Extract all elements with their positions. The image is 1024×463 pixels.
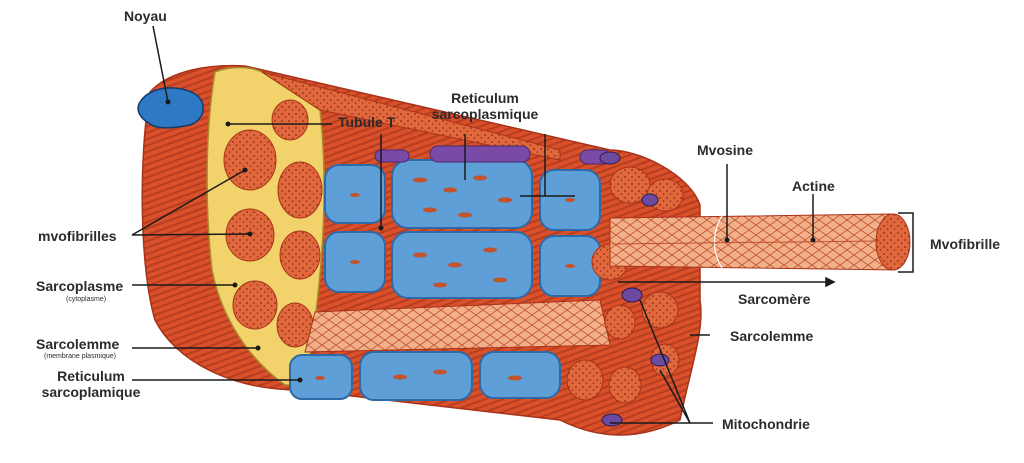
label-sarcolemme-note: (membrane plasmique): [44, 353, 116, 360]
label-sarcoplasme-note: (cytoplasme): [66, 296, 107, 303]
label-tubule-t: Tubule T: [338, 114, 396, 130]
label-myofibrilles: mvofibrilles: [38, 228, 117, 244]
label-reticulum-bottom: Reticulum sarcoplamique: [36, 368, 146, 400]
top-muscle-band: [261, 71, 561, 161]
label-noyau: Noyau: [124, 8, 167, 24]
label-myosine: Mvosine: [697, 142, 754, 158]
label-reticulum-bottom-line2: sarcoplamique: [41, 384, 141, 400]
label-sarcomere: Sarcomère: [738, 291, 811, 307]
label-actine: Actine: [792, 178, 835, 194]
leader-lines: [131, 25, 914, 424]
label-reticulum-top-line2: sarcoplasmique: [431, 106, 539, 122]
exposed-myofibril-strip: [304, 299, 611, 353]
label-reticulum-top-line1: Reticulum: [451, 90, 519, 106]
label-reticulum-bottom-line1: Reticulum: [57, 368, 125, 384]
reticulum-texture: [315, 175, 575, 381]
myofibril-cross-sections: [223, 99, 323, 348]
label-sarcolemme-left: Sarcolemme: [36, 336, 120, 352]
label-reticulum-top: Reticulum sarcoplasmique: [420, 90, 550, 122]
myofibril-end-cap: [875, 213, 911, 271]
leader-dots: [165, 99, 816, 383]
mitochondria: [599, 151, 670, 427]
sarcomere-boundary-line: [713, 215, 723, 269]
nucleus: [137, 87, 204, 129]
label-myofibrille: Mvofibrille: [930, 236, 1001, 252]
reticulum-caps: [374, 145, 611, 165]
sarcomere-arrow: [705, 276, 836, 288]
label-mitochondrie: Mitochondrie: [722, 416, 810, 432]
label-sarcolemme-right: Sarcolemme: [730, 328, 814, 344]
label-sarcoplasme: Sarcoplasme: [36, 278, 124, 294]
